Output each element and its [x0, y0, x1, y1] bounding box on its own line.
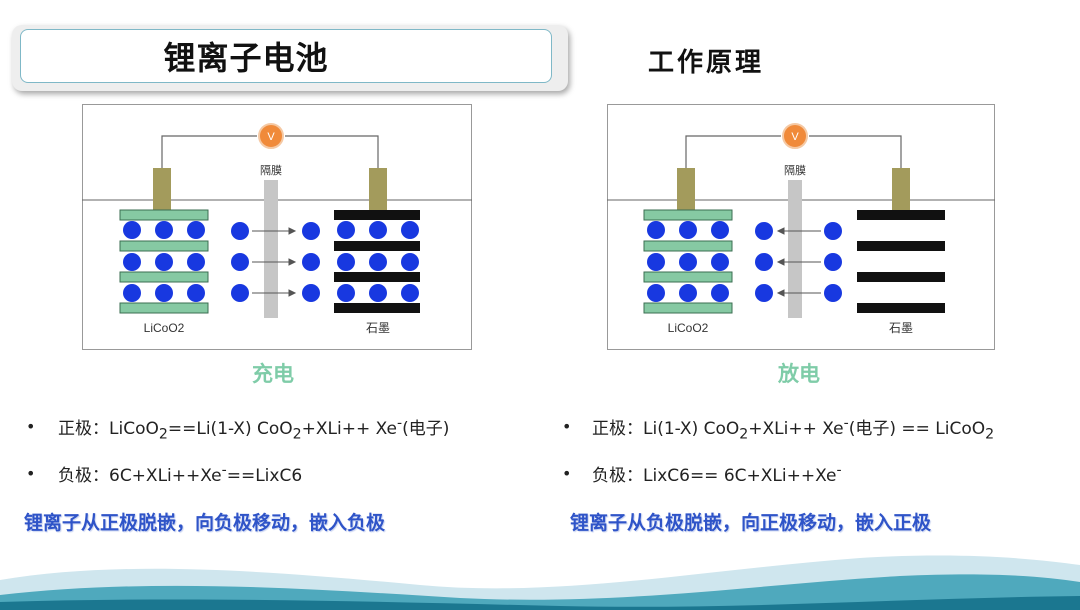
wire-left [161, 135, 257, 168]
separator [788, 180, 802, 318]
wire-right [809, 135, 902, 168]
charge-label: 充电 [252, 362, 294, 386]
separator [264, 180, 278, 318]
anode-stack [857, 210, 945, 313]
anode-terminal [892, 168, 910, 210]
cathode-ions [123, 221, 205, 302]
bullet: • [562, 417, 572, 436]
ion-arrows [776, 227, 821, 297]
ion-arrows [252, 227, 297, 297]
separator-label: 隔膜 [784, 164, 806, 177]
discharge-positive-equation: 正极：Li(1-X) CoO2+XLi++ Xe-(电子) == LiCoO2 [592, 415, 995, 443]
title-box: 锂离子电池 [12, 25, 568, 91]
voltmeter-icon [782, 123, 808, 149]
footer-wave [0, 555, 1080, 610]
discharge-summary: 锂离子从负极脱嵌，向正极移动，嵌入正极 [570, 512, 932, 534]
charge-negative-equation: 负极：6C+XLi++Xe-==LixC6 [58, 462, 303, 486]
cathode-label: LiCoO2 [668, 321, 709, 335]
cathode-terminal [153, 168, 171, 210]
voltmeter-label: V [791, 131, 799, 143]
wire-left [685, 135, 781, 168]
page-title: 锂离子电池 [163, 39, 329, 77]
voltmeter-label: V [267, 131, 275, 143]
cathode-label: LiCoO2 [144, 321, 185, 335]
discharge-diagram: V 隔膜 LiCoO2 石墨 [607, 104, 995, 350]
cathode-terminal [677, 168, 695, 210]
charge-diagram: V 隔膜 LiCoO2 石墨 [82, 104, 472, 350]
title-frame: 锂离子电池 [20, 29, 552, 83]
charge-positive-equation: 正极：LiCoO2==Li(1-X) CoO2+XLi++ Xe-(电子) [58, 415, 450, 443]
cathode-ions [647, 221, 729, 302]
cathode-stack [119, 209, 209, 314]
wire-right [285, 135, 379, 168]
bullet: • [26, 464, 36, 483]
bullet: • [26, 417, 36, 436]
charge-summary: 锂离子从正极脱嵌，向负极移动，嵌入负极 [24, 512, 386, 534]
discharge-label: 放电 [778, 362, 820, 386]
moving-ions [755, 222, 842, 302]
bullet: • [562, 464, 572, 483]
anode-terminal [369, 168, 387, 210]
separator-label: 隔膜 [260, 164, 282, 177]
anode-label: 石墨 [889, 321, 913, 335]
moving-ions [231, 222, 320, 302]
discharge-negative-equation: 负极：LixC6== 6C+XLi++Xe- [592, 462, 842, 486]
page-subtitle: 工作原理 [648, 48, 765, 78]
anode-ions [337, 221, 419, 302]
anode-stack [334, 210, 420, 313]
anode-label: 石墨 [366, 321, 390, 335]
voltmeter-icon [258, 123, 284, 149]
cathode-stack [643, 209, 733, 314]
